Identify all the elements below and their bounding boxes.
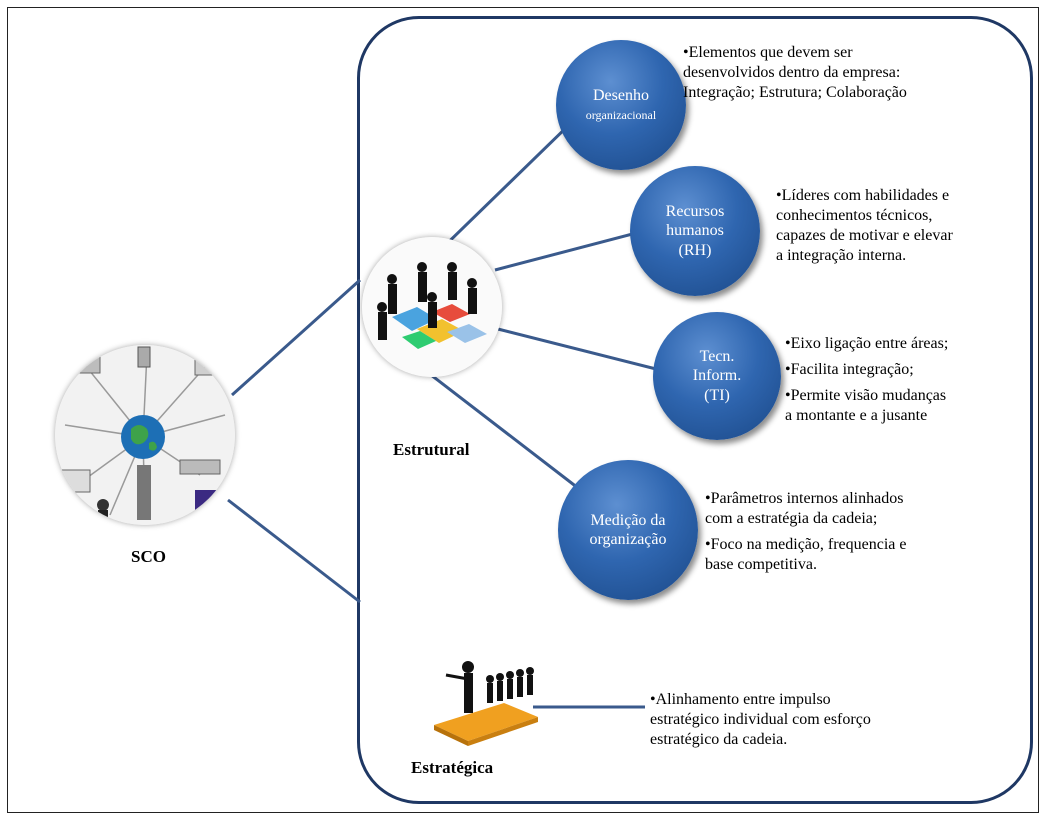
business-people-puzzle-icon — [362, 237, 502, 377]
desc-line: a montante e a jusante — [785, 407, 928, 424]
bubble-medicao-line1: Medição da — [590, 511, 666, 529]
connector-sco-structural — [230, 278, 362, 397]
desc-line: estratégico da cadeia. — [650, 731, 788, 748]
desc-line: •Permite visão mudanças — [785, 387, 947, 404]
desc-line: •Eixo ligação entre áreas; — [785, 335, 949, 352]
desc-line: •Facilita integração; — [785, 361, 914, 378]
bubble-ti-line1: Tecn. — [699, 348, 735, 366]
desc-tecnologia-informacao: •Eixo ligação entre áreas; •Facilita int… — [785, 334, 948, 426]
bubble-tecnologia-informacao: Tecn. Inform. (TI) — [653, 312, 781, 440]
desc-line: Integração; Estrutura; Colaboração — [683, 84, 907, 101]
desc-line: •Líderes com habilidades e — [776, 187, 950, 204]
sco-dimensions-container — [357, 16, 1033, 804]
network-globe-icon — [55, 345, 235, 525]
desc-line: •Alinhamento entre impulso — [650, 691, 831, 708]
bubble-desenho-organizacional: Desenho organizacional — [556, 40, 686, 170]
bubble-ti-line3: (TI) — [704, 386, 730, 404]
connector-structural-desenho — [426, 120, 574, 264]
bubble-rh-line3: (RH) — [678, 241, 712, 259]
bubble-desenho-line2: organizacional — [585, 108, 657, 122]
diagram-frame — [7, 7, 1039, 813]
desc-estrategica: •Alinhamento entre impulso estratégico i… — [650, 690, 871, 750]
desc-line: •Foco na medição, frequencia e — [705, 536, 907, 553]
connector-structural-rh — [494, 230, 641, 272]
desc-line: com a estratégia da cadeia; — [705, 510, 878, 527]
structural-label: Estrutural — [393, 440, 470, 459]
sco-image — [55, 345, 235, 525]
structural-image — [362, 237, 502, 377]
bubble-rh-line1: Recursos — [665, 203, 725, 221]
bubble-ti-line2: Inform. — [692, 367, 742, 385]
strategic-label: Estratégica — [411, 758, 494, 777]
sco-label: SCO — [131, 547, 166, 566]
desc-line: base competitiva. — [705, 556, 817, 573]
desc-line: estratégico individual com esforço — [650, 711, 871, 728]
strategic-image — [432, 655, 540, 747]
connector-structural-ti — [489, 325, 661, 372]
desc-line: •Elementos que devem ser — [683, 44, 853, 61]
connector-structural-medicao — [421, 366, 579, 490]
bubble-recursos-humanos: Recursos humanos (RH) — [630, 166, 760, 296]
desc-medicao-organizacao: •Parâmetros internos alinhados com a est… — [705, 489, 907, 575]
connector-sco-strategic — [227, 498, 361, 604]
desc-line: conhecimentos técnicos, — [776, 207, 933, 224]
desc-line: •Parâmetros internos alinhados — [705, 490, 904, 507]
desc-line: a integração interna. — [776, 247, 907, 264]
bubble-desenho-line1: Desenho — [593, 86, 649, 104]
desc-desenho-organizacional: •Elementos que devem ser desenvolvidos d… — [683, 43, 907, 103]
desc-line: desenvolvidos dentro da empresa: — [683, 64, 901, 81]
leader-figures-icon — [434, 661, 538, 746]
desc-recursos-humanos: •Líderes com habilidades e conhecimentos… — [776, 186, 953, 266]
bubble-rh-line2: humanos — [666, 222, 724, 240]
bubble-medicao-line2: organização — [589, 531, 667, 548]
bubble-medicao-organizacao: Medição da organização — [558, 460, 698, 600]
desc-line: capazes de motivar e elevar — [776, 227, 953, 244]
